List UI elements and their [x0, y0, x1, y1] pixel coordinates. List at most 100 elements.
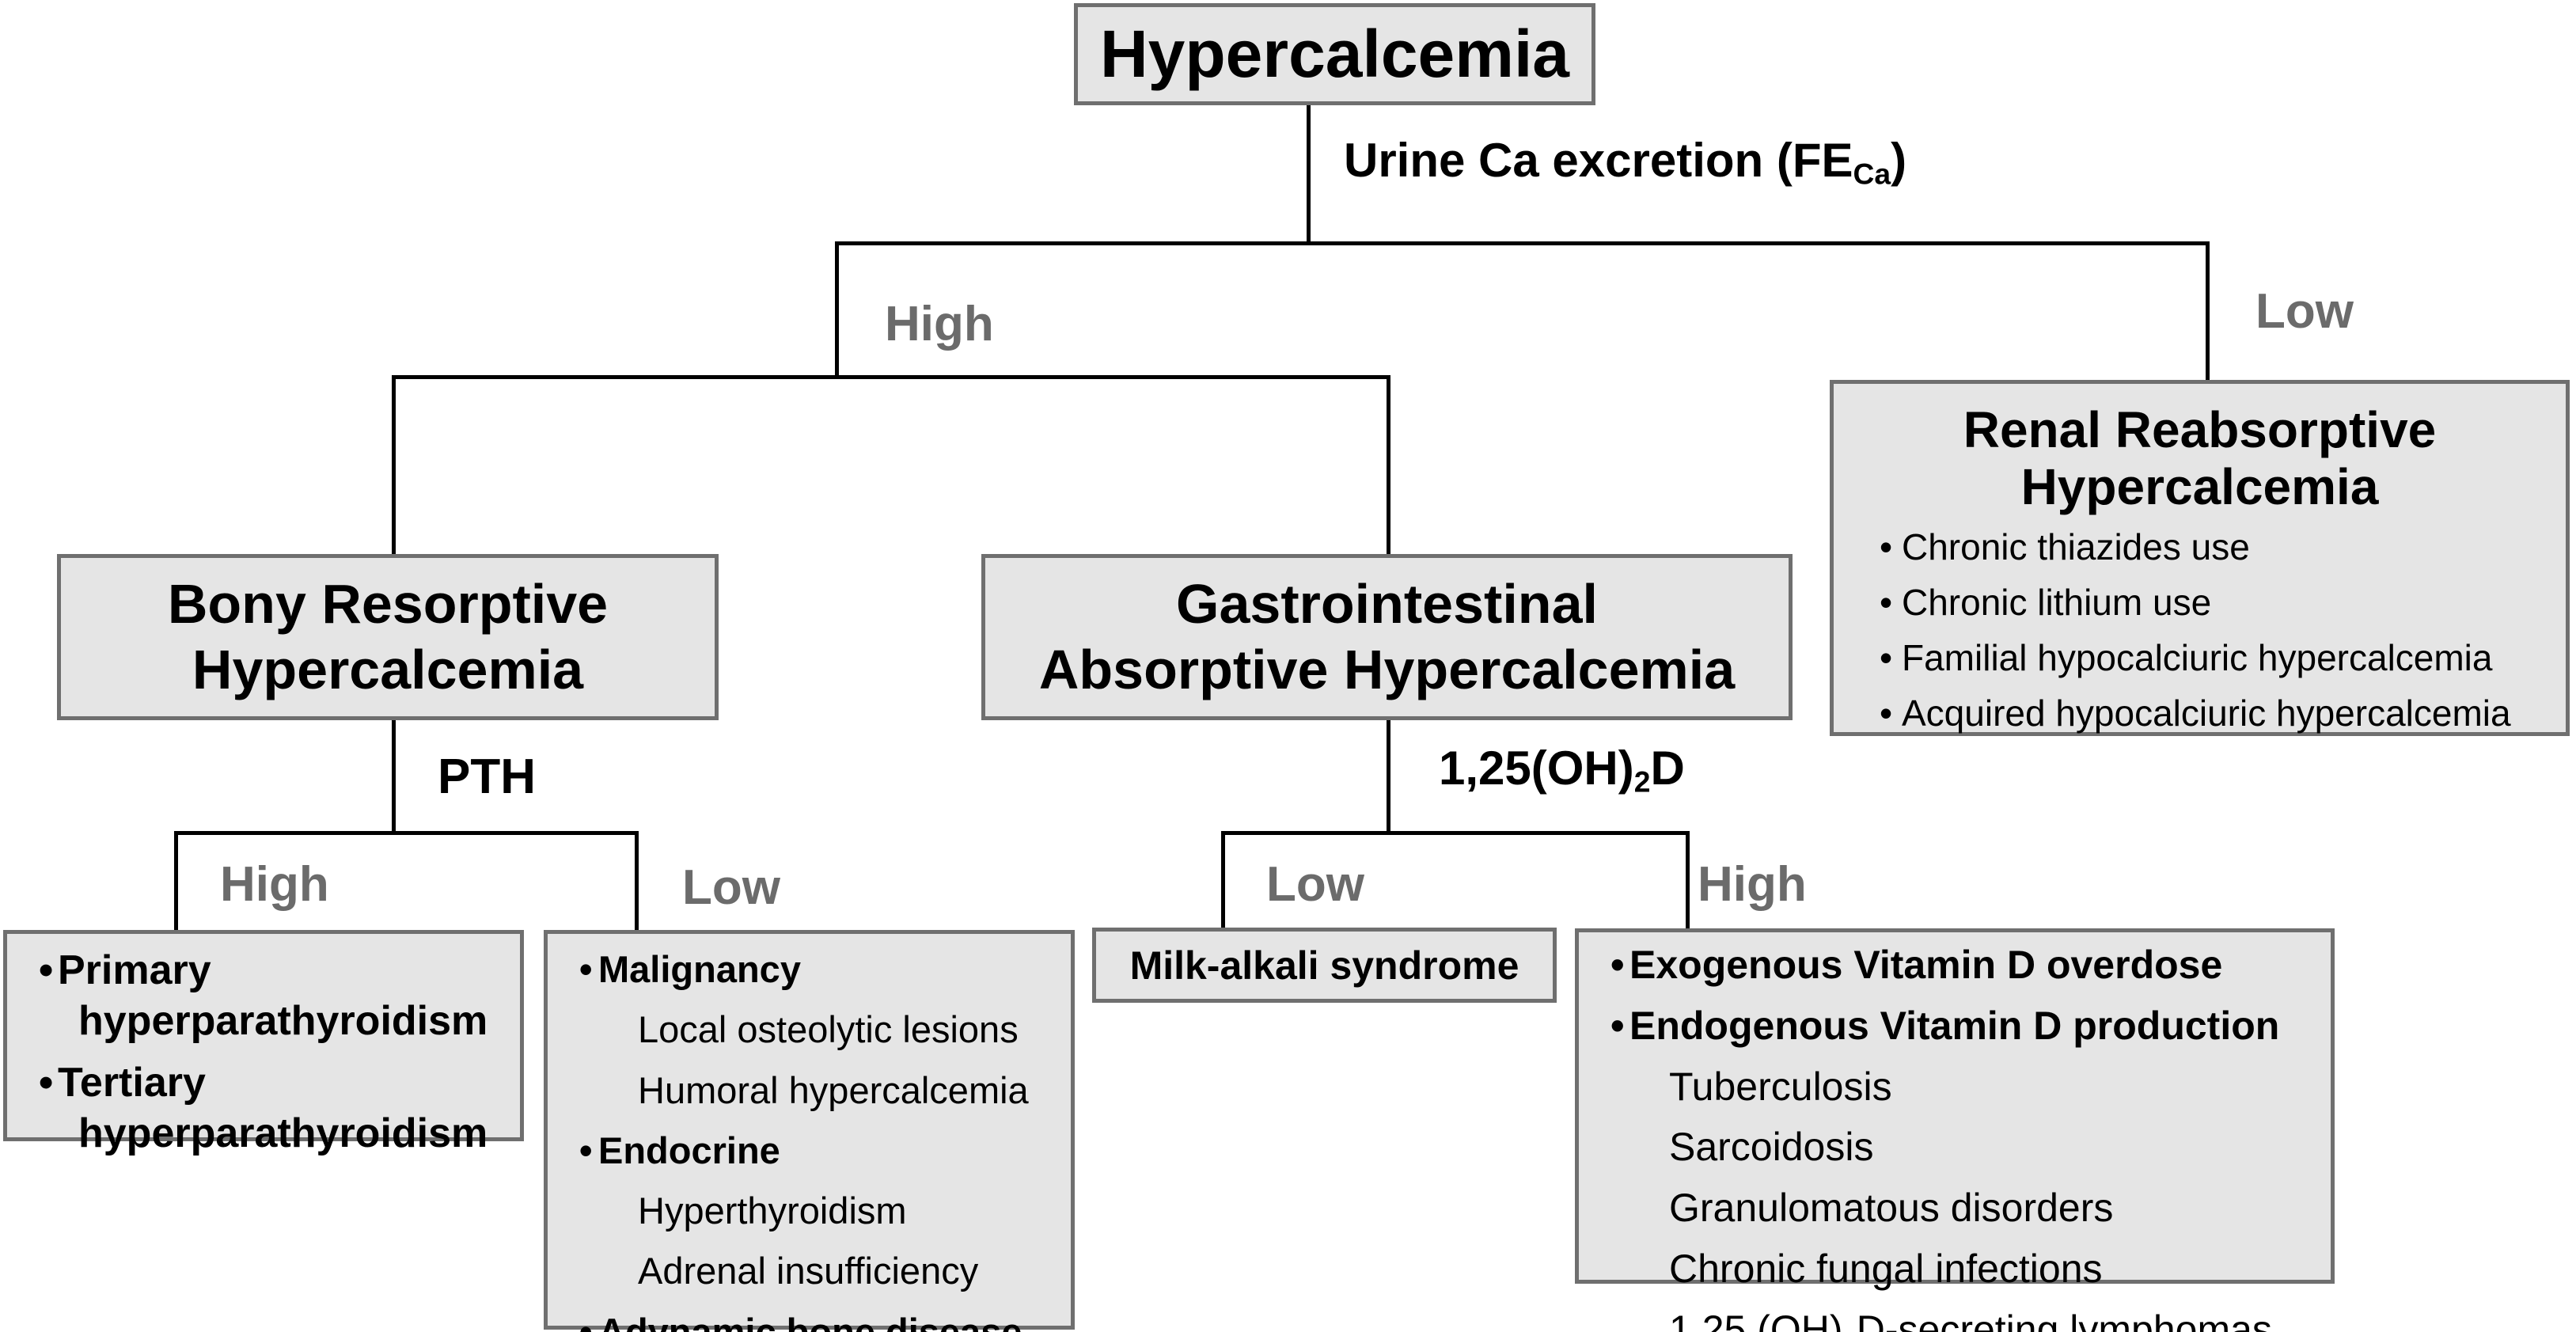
list-item: Humoral hypercalcemia	[548, 1066, 1071, 1126]
node-vitd-high-causes: •Exogenous Vitamin D overdose•Endogenous…	[1575, 928, 2335, 1332]
list-item: •Endogenous Vitamin D production	[1579, 1001, 2331, 1062]
list-item: Hyperthyroidism	[548, 1186, 1071, 1247]
bullet-glyph: •	[1880, 526, 1893, 567]
connector-urine-high-v	[835, 241, 839, 378]
list-item-text: Endocrine	[598, 1129, 780, 1171]
node-milk-alkali-syndrome: Milk-alkali syndrome	[1092, 928, 1557, 1003]
connector-urine-hline	[835, 241, 2210, 245]
urine-ca-excretion-label: Urine Ca excretion (FECa)	[1344, 133, 1906, 191]
milk-title: Milk-alkali syndrome	[1129, 943, 1519, 988]
connector-title-stem	[1307, 105, 1311, 243]
urine-label-subscript: Ca	[1853, 157, 1891, 191]
renal-cause-list: •Chronic thiazides use•Chronic lithium u…	[1834, 525, 2566, 747]
branch-urine-low: Low	[2255, 284, 2354, 339]
bullet-glyph: •	[1610, 1003, 1625, 1048]
bony-title-line1: Bony Resorptive	[167, 573, 609, 636]
list-item: Chronic fungal infections	[1579, 1244, 2331, 1305]
list-item-text: Hyperthyroidism	[638, 1190, 907, 1232]
connector-high-hline	[392, 375, 1390, 379]
vitd-label-text: 1,25(OH)	[1439, 742, 1634, 795]
list-item: •Chronic thiazides use	[1856, 525, 2566, 580]
bullet-glyph: •	[1880, 693, 1893, 734]
vitd-high-cause-list: •Exogenous Vitamin D overdose•Endogenous…	[1579, 940, 2331, 1332]
bullet-glyph: •	[579, 1310, 593, 1332]
vitd-label-subscript: 2	[1633, 765, 1651, 799]
list-item-text: 1,25 (OH)	[1669, 1307, 1843, 1332]
list-item: •Primary hyperparathyroidism	[7, 945, 520, 1057]
list-item: Sarcoidosis	[1579, 1122, 2331, 1183]
bony-title-line2: Hypercalcemia	[192, 639, 584, 700]
pth-label-text: PTH	[438, 749, 536, 804]
connector-vitd-hline	[1221, 831, 1690, 835]
list-item-text: Adynamic bone disease	[598, 1310, 1022, 1332]
node-hypercalcemia: Hypercalcemia	[1074, 3, 1595, 105]
urine-label-tail: )	[1891, 134, 1907, 187]
list-item-text: Local osteolytic lesions	[638, 1008, 1019, 1051]
list-item-text: Chronic lithium use	[1902, 582, 2212, 624]
branch-pth-low: Low	[682, 860, 780, 915]
list-item-text: Familial hypocalciuric hypercalcemia	[1902, 637, 2493, 679]
connector-vitd-low-v	[1221, 831, 1225, 930]
connector-pth-stem	[392, 717, 396, 834]
list-item-subscript: 2	[1843, 1326, 1857, 1332]
connector-pth-high-v	[174, 831, 178, 932]
bullet-glyph: •	[1880, 637, 1893, 679]
list-item-text: Chronic fungal infections	[1669, 1246, 2103, 1291]
bullet-glyph: •	[39, 947, 54, 993]
list-item-text: Chronic thiazides use	[1902, 526, 2250, 567]
list-item: •Exogenous Vitamin D overdose	[1579, 940, 2331, 1001]
list-item: •Malignancy	[548, 945, 1071, 1005]
vitd-label-tail: D	[1650, 742, 1685, 795]
renal-title-line2: Hypercalcemia	[2020, 458, 2379, 515]
urine-label-text: Urine Ca excretion (FE	[1344, 134, 1853, 187]
gi-title-line2: Absorptive Hypercalcemia	[1038, 639, 1736, 700]
list-item: •Tertiary hyperparathyroidism	[7, 1057, 520, 1170]
branch-vitd-high: High	[1698, 857, 1807, 912]
list-item-text: Malignancy	[598, 948, 801, 990]
list-item: Local osteolytic lesions	[548, 1005, 1071, 1065]
node-renal-reabsorptive: Renal Reabsorptive Hypercalcemia •Chroni…	[1830, 380, 2570, 736]
gi-title-line1: Gastrointestinal	[1176, 573, 1598, 636]
pth-high-cause-list: •Primary hyperparathyroidism•Tertiary hy…	[7, 945, 520, 1170]
list-item: Adrenal insufficiency	[548, 1247, 1071, 1307]
list-item-text: Primary hyperparathyroidism	[58, 947, 488, 1044]
list-item: 1,25 (OH)2D-secreting lymphomas	[1579, 1305, 2331, 1332]
list-item-text: Tertiary hyperparathyroidism	[58, 1060, 488, 1157]
list-item-text: Humoral hypercalcemia	[638, 1068, 1029, 1111]
renal-title-line1: Renal Reabsorptive	[1963, 401, 2437, 458]
branch-pth-high: High	[220, 857, 329, 912]
connector-vitd-stem	[1387, 717, 1390, 834]
node-gastrointestinal-absorptive: Gastrointestinal Absorptive Hypercalcemi…	[981, 554, 1793, 720]
list-item-text: Sarcoidosis	[1669, 1125, 1874, 1170]
connector-pth-low-v	[635, 831, 639, 932]
connector-urine-low-v	[2206, 241, 2210, 382]
connector-pth-hline	[174, 831, 639, 835]
branch-urine-high: High	[885, 297, 994, 351]
node-bony-resorptive: Bony Resorptive Hypercalcemia	[57, 554, 719, 720]
list-item-text: Exogenous Vitamin D overdose	[1629, 943, 2223, 987]
bullet-glyph: •	[1610, 943, 1625, 987]
list-item-text: Tuberculosis	[1669, 1064, 1892, 1109]
root-title: Hypercalcemia	[1099, 17, 1570, 91]
list-item: •Endocrine	[548, 1126, 1071, 1186]
list-item-text: Adrenal insufficiency	[638, 1250, 979, 1292]
connector-gi-v	[1387, 375, 1390, 557]
pth-label: PTH	[438, 749, 536, 805]
bullet-glyph: •	[39, 1060, 54, 1106]
list-item-text: Granulomatous disorders	[1669, 1186, 2114, 1230]
connector-vitd-high-v	[1686, 831, 1690, 931]
list-item: •Familial hypocalciuric hypercalcemia	[1856, 636, 2566, 691]
bullet-glyph: •	[1880, 582, 1893, 624]
list-item: •Acquired hypocalciuric hypercalcemia	[1856, 691, 2566, 746]
list-item: •Chronic lithium use	[1856, 580, 2566, 636]
list-item-text: Acquired hypocalciuric hypercalcemia	[1902, 693, 2511, 734]
vitamin-d-label: 1,25(OH)2D	[1439, 741, 1685, 799]
list-item: Granulomatous disorders	[1579, 1183, 2331, 1244]
branch-vitd-low: Low	[1266, 857, 1364, 912]
bullet-glyph: •	[579, 1129, 593, 1171]
list-item: Tuberculosis	[1579, 1062, 2331, 1123]
list-item: •Adynamic bone disease	[548, 1307, 1071, 1332]
